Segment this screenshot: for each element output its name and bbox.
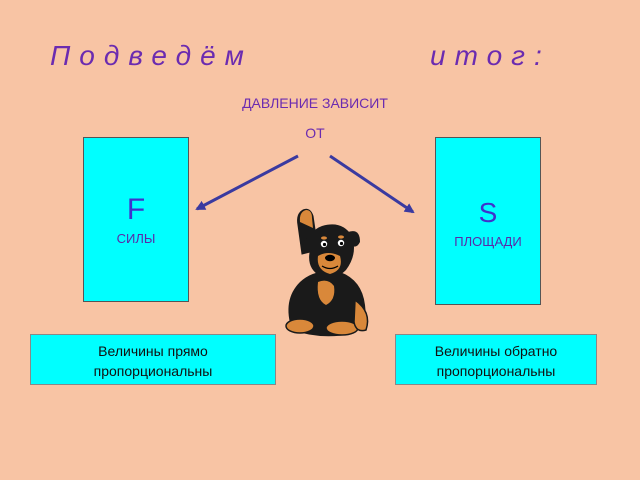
- force-symbol: F: [126, 193, 146, 226]
- dog-pointing-icon: [285, 208, 369, 337]
- slide-title: Подведём итог:: [0, 40, 640, 80]
- direct-note-line1: Величины прямо: [98, 343, 208, 359]
- force-card: F СИЛЫ: [83, 137, 189, 302]
- inverse-note-line1: Величины обратно: [434, 343, 558, 359]
- arrow-left-icon: [195, 154, 299, 211]
- subtitle-line2: ОТ: [305, 125, 325, 141]
- arrow-right-icon: [329, 154, 415, 214]
- direct-note-line2: пропорциональны: [93, 363, 213, 379]
- inverse-proportion-note: Величины обратно пропорциональны: [395, 334, 597, 385]
- area-symbol: S: [478, 197, 498, 228]
- title-right: итог:: [430, 40, 551, 71]
- area-card: S ПЛОЩАДИ: [435, 137, 541, 305]
- area-label: ПЛОЩАДИ: [454, 234, 522, 249]
- direct-proportion-note: Величины прямо пропорциональны: [30, 334, 276, 385]
- force-label: СИЛЫ: [116, 231, 156, 246]
- subtitle-line1: ДАВЛЕНИЕ ЗАВИСИТ: [242, 95, 388, 111]
- title-left: Подведём: [50, 40, 253, 71]
- inverse-note-line2: пропорциональны: [436, 363, 556, 379]
